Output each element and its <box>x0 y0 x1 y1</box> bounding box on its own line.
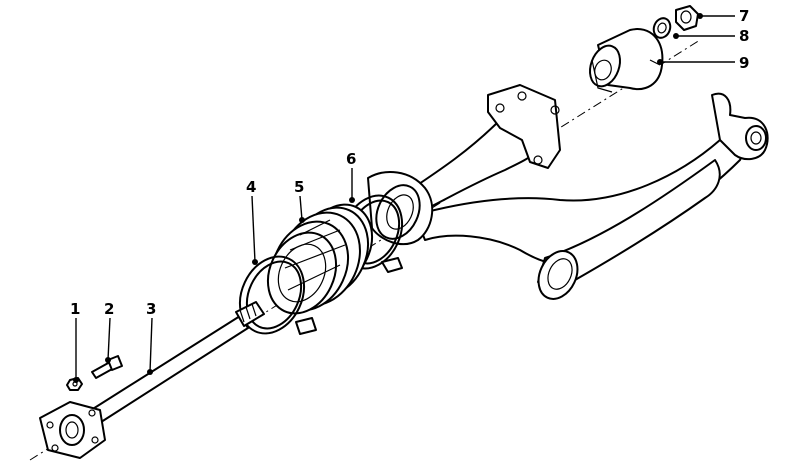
callout-9: 9 <box>739 54 749 72</box>
swing-arm <box>367 84 769 300</box>
part-4-clamp-ring <box>238 255 317 335</box>
part-5-rubber-boot <box>266 203 374 315</box>
part-2-bolt <box>91 355 123 379</box>
part-8-washer <box>652 17 672 39</box>
callout-2: 2 <box>104 300 114 318</box>
callout-3: 3 <box>146 300 156 318</box>
leader-lines <box>73 13 735 383</box>
callout-1: 1 <box>70 300 80 318</box>
part-9-bearing-housing <box>589 28 664 93</box>
callout-8: 8 <box>739 27 749 45</box>
part-7-nut <box>675 5 699 31</box>
callout-5: 5 <box>294 178 304 196</box>
callout-4: 4 <box>246 178 256 196</box>
callout-7: 7 <box>739 7 749 25</box>
part-3-drive-shaft <box>39 301 265 459</box>
callout-6: 6 <box>346 150 356 168</box>
